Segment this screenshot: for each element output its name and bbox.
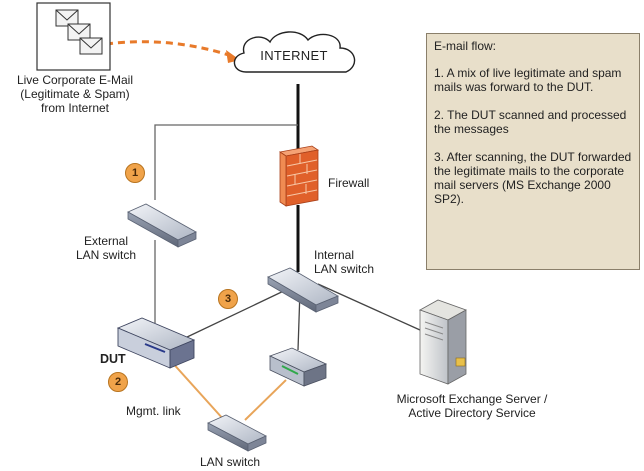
mgmt-appliance-icon bbox=[268, 347, 328, 387]
note-title: E-mail flow: bbox=[434, 39, 497, 53]
note-step-2: 2. The DUT scanned and processed the mes… bbox=[434, 108, 627, 136]
mgmt-link-dut bbox=[169, 359, 225, 421]
email-flow-note: E-mail flow: 1. A mix of live legitimate… bbox=[426, 33, 640, 270]
dut-to-internal-switch-link bbox=[184, 287, 291, 339]
internal-switch-label: Internal LAN switch bbox=[314, 248, 375, 276]
step-badge-1: 1 bbox=[125, 163, 145, 183]
lan-switch-label: LAN switch bbox=[200, 455, 261, 469]
server-label: Microsoft Exchange Server / Active Direc… bbox=[396, 392, 548, 420]
lan-switch-icon bbox=[207, 414, 267, 452]
internal-switch-icon bbox=[267, 267, 339, 313]
email-source-icon bbox=[36, 2, 111, 71]
step-badge-2: 2 bbox=[108, 372, 128, 392]
email-source-label: Live Corporate E-Mail (Legitimate & Spam… bbox=[16, 73, 134, 115]
internet-to-external-switch-link bbox=[154, 124, 298, 200]
mgmt-link-label: Mgmt. link bbox=[126, 404, 181, 418]
step-badge-3: 3 bbox=[218, 289, 238, 309]
email-flow-arrow bbox=[105, 40, 233, 58]
external-switch-icon bbox=[127, 203, 197, 248]
dut-appliance-icon bbox=[116, 317, 196, 369]
server-icon bbox=[419, 299, 467, 385]
internal-switch-to-server-link bbox=[317, 283, 421, 331]
note-step-3: 3. After scanning, the DUT forwarded the… bbox=[434, 150, 632, 206]
firewall-label: Firewall bbox=[328, 176, 370, 190]
internet-cloud-icon bbox=[233, 31, 356, 73]
note-step-1: 1. A mix of live legitimate and spam mai… bbox=[434, 66, 622, 94]
firewall-icon bbox=[278, 145, 320, 207]
external-switch-label: External LAN switch bbox=[75, 234, 137, 262]
dut-label: DUT bbox=[100, 352, 126, 366]
mgmt-link-appliance bbox=[244, 379, 287, 421]
internet-label: INTERNET bbox=[260, 48, 328, 63]
